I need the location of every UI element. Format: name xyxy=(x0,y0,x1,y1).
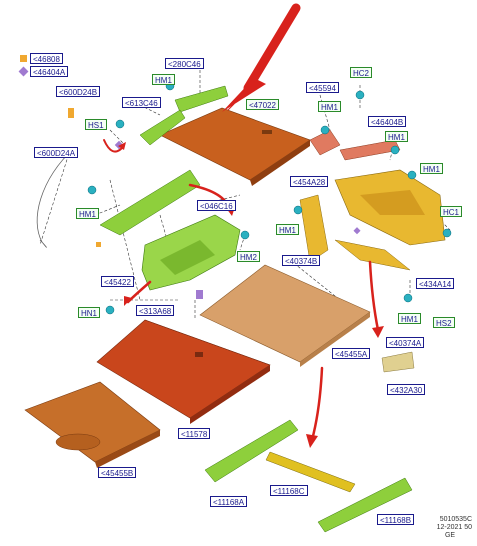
part-label-47022[interactable]: <47022 xyxy=(246,99,279,110)
part-label-11578[interactable]: <11578 xyxy=(178,428,211,439)
left-side-trim-upper xyxy=(99,169,201,236)
load-floor-panel-edge xyxy=(190,365,270,424)
part-label-hm1-b[interactable]: HM1 xyxy=(76,208,99,219)
square-markers xyxy=(68,108,101,247)
footer-block: 5010535C 12-2021 50 GE xyxy=(428,516,472,540)
rear-floor-carpet xyxy=(24,381,161,463)
part-label-434A14[interactable]: <434A14 xyxy=(416,278,455,289)
part-label-046C16[interactable]: <046C16 xyxy=(197,200,236,211)
legend-square: <46808 xyxy=(20,53,63,64)
part-label-600D24A[interactable]: <600D24A xyxy=(34,147,79,158)
right-pillar-trim xyxy=(299,194,329,263)
small-bracket xyxy=(381,351,415,373)
part-label-hm1-c[interactable]: HM1 xyxy=(318,101,341,112)
part-label-11168C[interactable]: <11168C xyxy=(270,485,308,496)
part-label-45455A[interactable]: <45455A xyxy=(332,348,371,359)
footer-code: 5010535C xyxy=(439,516,472,523)
footer-date: 12-2021 50 xyxy=(436,524,472,531)
diamond-icon xyxy=(18,66,29,77)
wire xyxy=(36,147,75,248)
part-label-45594[interactable]: <45594 xyxy=(306,82,339,93)
part-label-hm1-e[interactable]: HM1 xyxy=(420,163,443,174)
part-label-613C46[interactable]: <613C46 xyxy=(122,97,161,108)
footer-region: GE xyxy=(444,532,456,539)
carpet-cutout xyxy=(55,433,101,451)
part-label-hs2[interactable]: HS2 xyxy=(433,317,455,328)
bottom-sill-green xyxy=(204,419,299,483)
part-label-600D24B[interactable]: <600D24B xyxy=(56,86,101,97)
part-label-40374B[interactable]: <40374B xyxy=(282,255,321,266)
legend-diamond: <46404A xyxy=(18,66,69,77)
part-label-313A68[interactable]: <313A68 xyxy=(136,305,175,316)
legend-diamond-label[interactable]: <46404A xyxy=(30,66,69,77)
part-label-11168A[interactable]: <11168A xyxy=(210,496,248,507)
rear-floor-carpet-edge xyxy=(95,430,160,468)
part-label-280C46[interactable]: <280C46 xyxy=(165,58,204,69)
part-label-hm1-a[interactable]: HM1 xyxy=(152,74,175,85)
part-label-46404B[interactable]: <46404B xyxy=(368,116,407,127)
part-label-hm1-f[interactable]: HM1 xyxy=(276,224,299,235)
right-lower-trim xyxy=(334,239,411,271)
part-label-hn1[interactable]: HN1 xyxy=(78,307,101,318)
upper-left-trim xyxy=(174,85,229,113)
part-label-hm1-d[interactable]: HM1 xyxy=(385,131,408,142)
right-shelf-bar xyxy=(339,139,401,161)
part-label-432A30[interactable]: <432A30 xyxy=(387,384,426,395)
part-label-hc2[interactable]: HC2 xyxy=(350,67,373,78)
part-label-hm2[interactable]: HM2 xyxy=(237,251,260,262)
square-icon xyxy=(20,55,27,62)
part-label-40374A[interactable]: <40374A xyxy=(386,337,425,348)
part-label-hm1-g[interactable]: HM1 xyxy=(398,313,421,324)
legend-square-label[interactable]: <46808 xyxy=(30,53,63,64)
part-label-45455B[interactable]: <45455B xyxy=(98,467,137,478)
bottom-bar-mid xyxy=(265,451,356,493)
part-label-45422[interactable]: <45422 xyxy=(101,276,134,287)
part-label-hc1[interactable]: HC1 xyxy=(440,206,463,217)
left-pillar-trim xyxy=(139,109,186,146)
bottom-scuff-green xyxy=(317,477,413,533)
part-label-11168B[interactable]: <11168B xyxy=(377,514,415,525)
clip-icons xyxy=(87,81,452,315)
part-label-454A28[interactable]: <454A28 xyxy=(290,176,329,187)
part-label-hs1[interactable]: HS1 xyxy=(85,119,107,130)
